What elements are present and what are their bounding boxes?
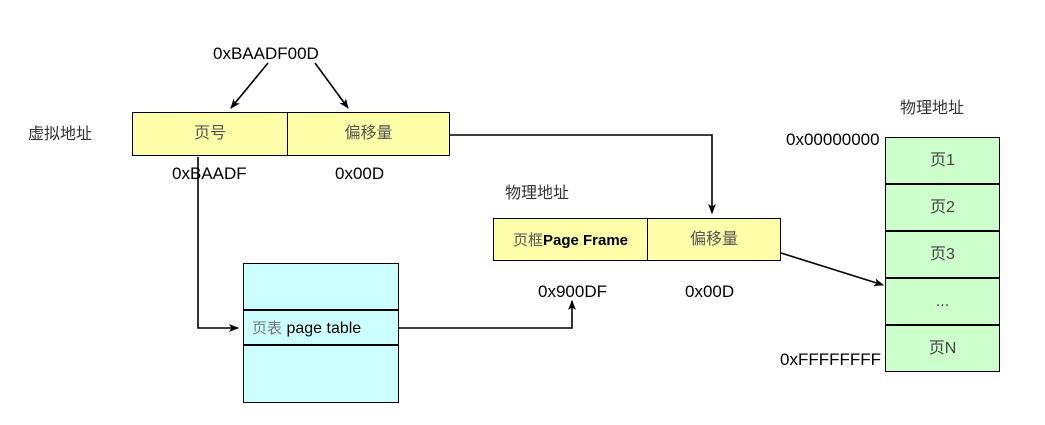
arrow-offset-to-physoffset (450, 134, 716, 214)
physical-address-field-offset: 偏移量 (647, 218, 781, 261)
page-table-row-empty-top (243, 263, 399, 310)
physical-offset-label: 偏移量 (689, 230, 738, 248)
memory-row: ... (885, 278, 1000, 325)
page-frame-value: 0x900DF (538, 282, 607, 301)
arrow-pagetable-to-pageframe (399, 300, 576, 329)
arrow-pagenum-to-pagetable (197, 157, 239, 332)
memory-start-address: 0x00000000 (786, 130, 880, 149)
memory-row: 页3 (885, 231, 1000, 278)
page-frame-label: 页框Page Frame (513, 229, 628, 250)
page-frame-label-cn: 页框 (512, 232, 543, 249)
page-table-label-en: page table (286, 320, 362, 337)
page-table-row-empty-bottom (243, 345, 399, 403)
page-number-value: 0xBAADF (172, 164, 247, 183)
memory-row-label: 页1 (930, 151, 955, 169)
memory-row-label: 页2 (930, 198, 955, 216)
memory-row-label: ... (935, 292, 950, 310)
page-table-label: 页表 page table (252, 317, 361, 338)
arrow-vaddr-to-pagenum (230, 62, 269, 109)
page-table-label-cn: 页表 (252, 320, 283, 337)
memory-row-label: 页3 (930, 245, 955, 263)
memory-end-address: 0xFFFFFFFF (780, 350, 882, 369)
virtual-address-caption: 虚拟地址 (28, 126, 93, 143)
memory-row: 页2 (885, 184, 1000, 231)
memory-row: 页1 (885, 137, 1000, 184)
physical-offset-value: 0x00D (685, 282, 735, 301)
page-frame-label-en: Page Frame (542, 232, 629, 249)
physical-address-caption-right: 物理地址 (900, 100, 965, 117)
arrow-vaddr-to-offset (314, 62, 349, 109)
arrow-physaddr-to-memory (780, 252, 884, 287)
offset-value: 0x00D (335, 164, 385, 183)
offset-label: 偏移量 (344, 125, 393, 142)
physical-address-caption-center: 物理地址 (505, 185, 570, 202)
virtual-address-field-page-number: 页号 (132, 112, 288, 156)
page-number-label: 页号 (193, 125, 226, 142)
memory-row-label: 页N (928, 339, 957, 357)
physical-address-field-page-frame: 页框Page Frame (493, 218, 648, 261)
virtual-address-field-offset: 偏移量 (287, 112, 450, 156)
memory-row: 页N (885, 325, 1000, 372)
page-table-row-entry: 页表 page table (243, 310, 399, 345)
virtual-address-value: 0xBAADF00D (213, 44, 319, 63)
